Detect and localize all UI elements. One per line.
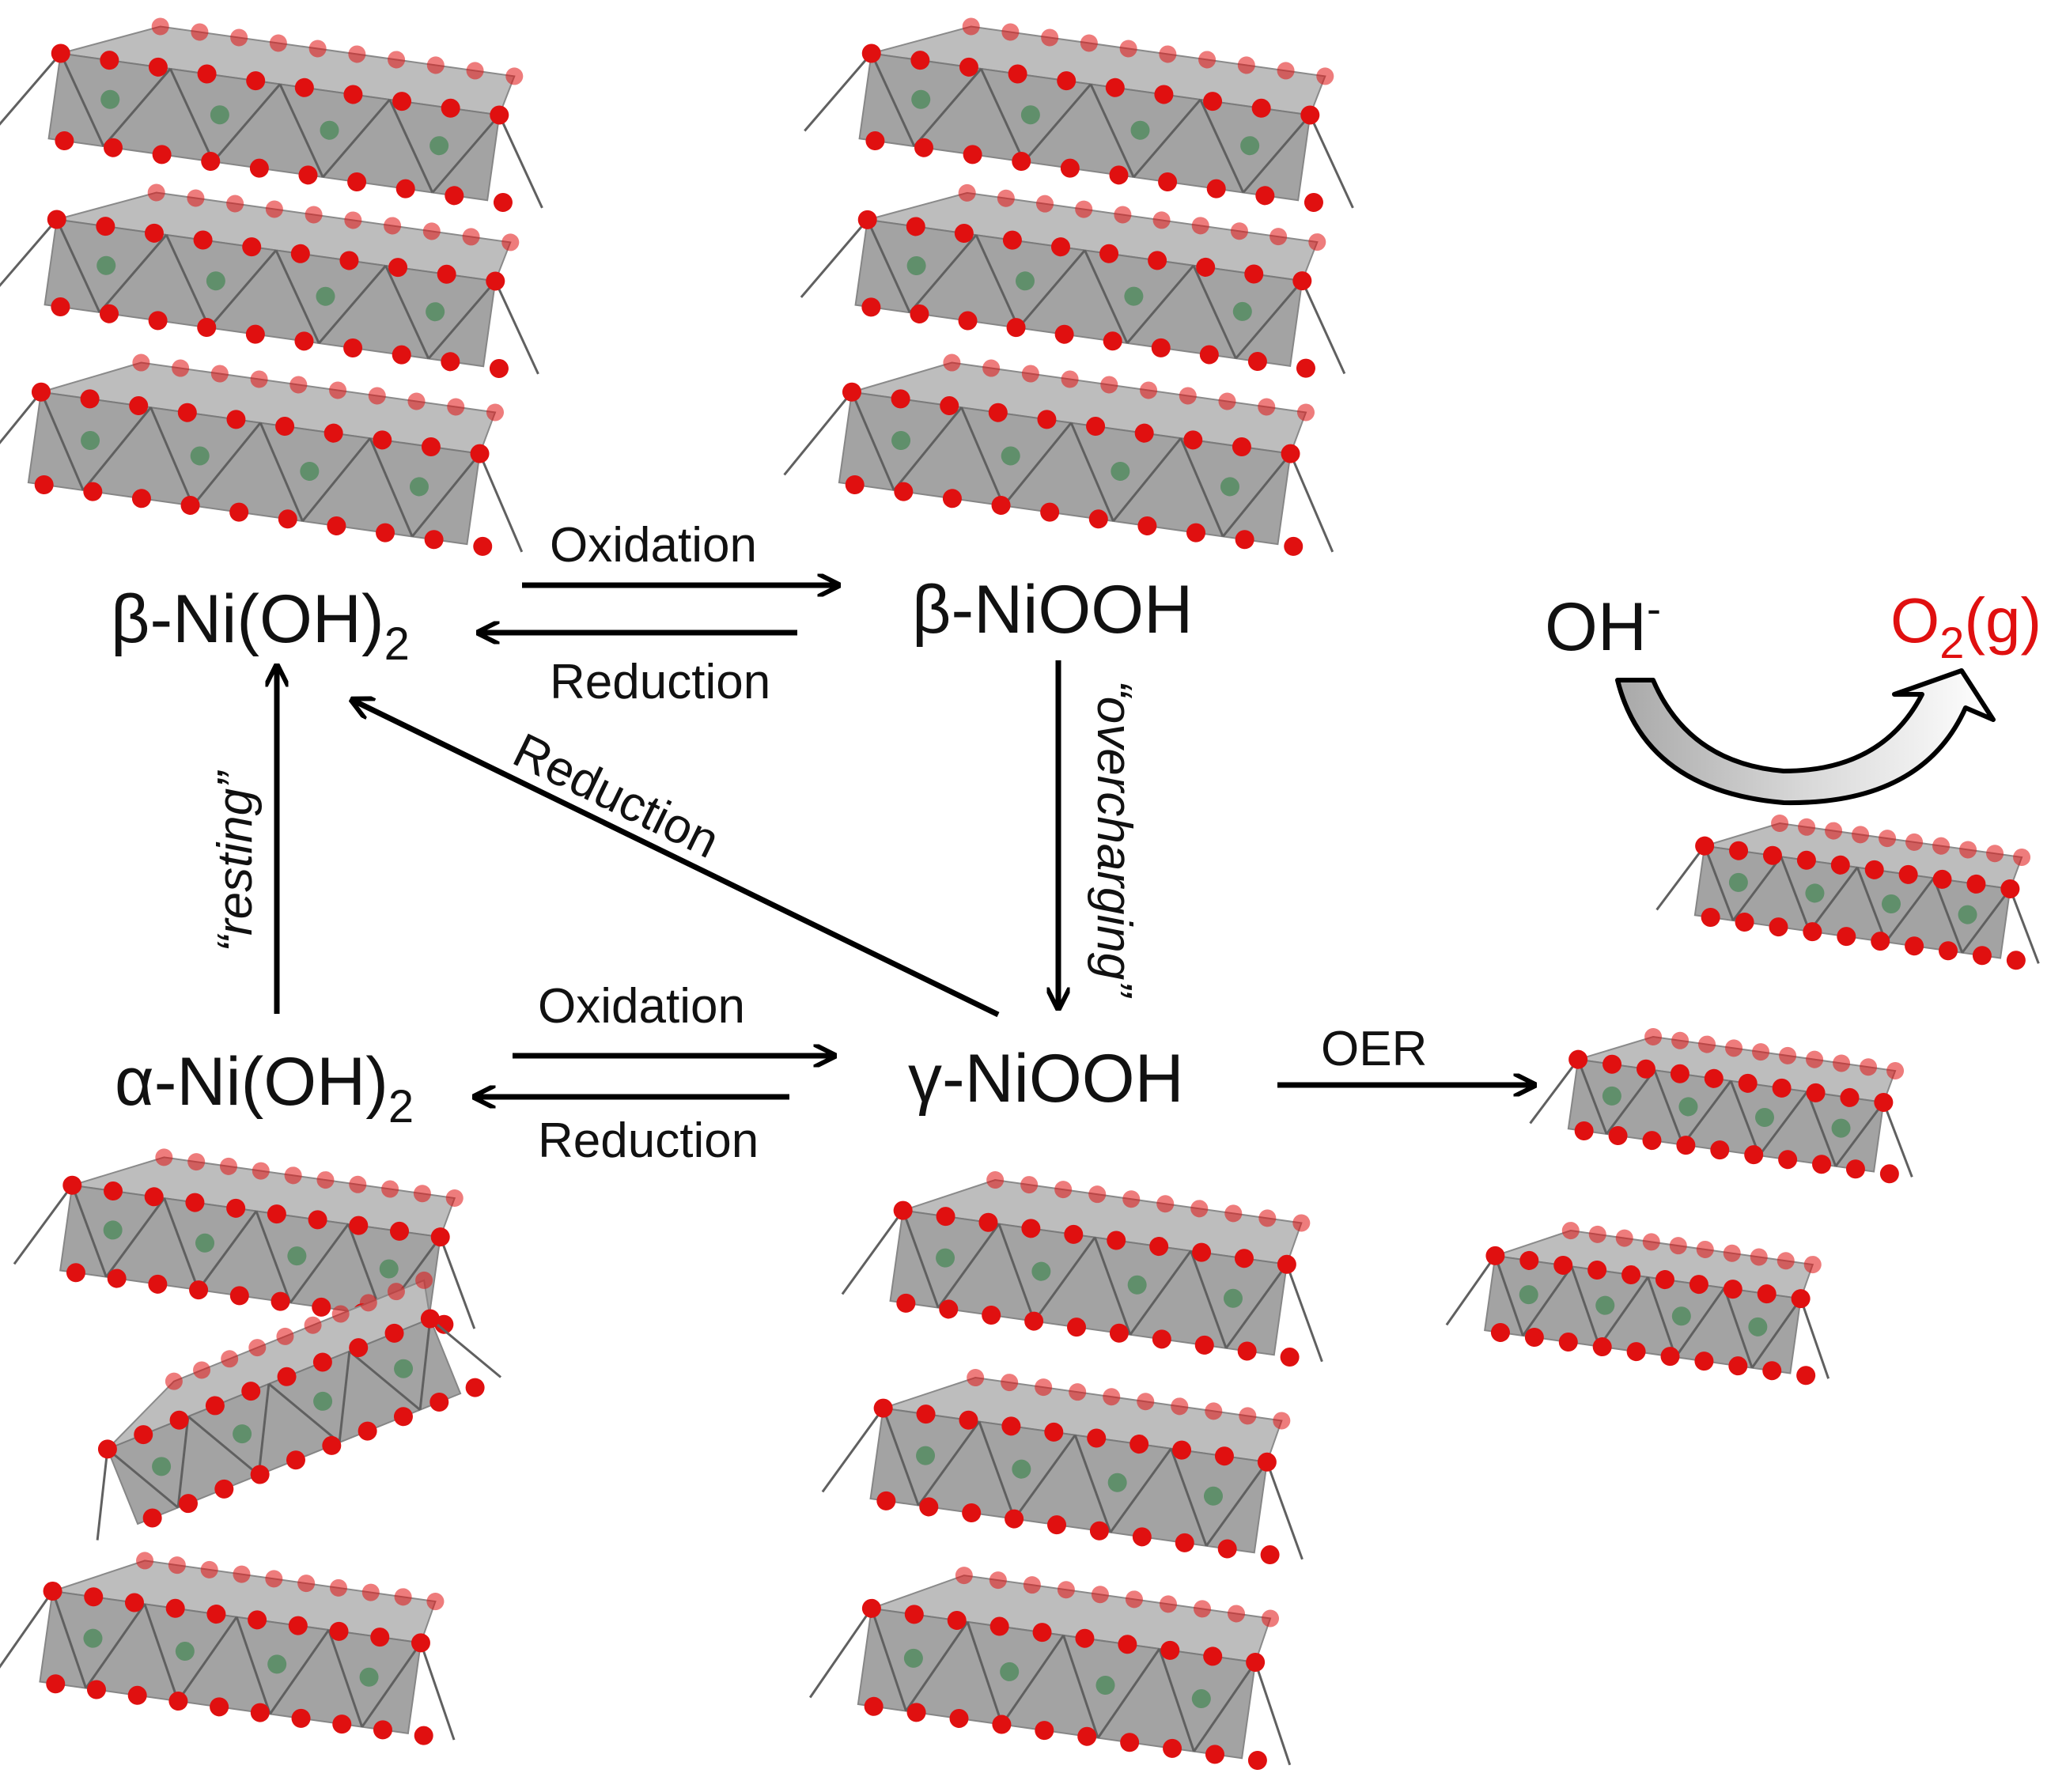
crystal-layer	[1529, 1028, 1913, 1184]
crystal-layer	[841, 1171, 1323, 1367]
crystal-layer	[0, 353, 524, 556]
oer-cycle: OH- O2(g)	[1545, 585, 2041, 806]
oer-reactant: OH-	[1545, 585, 1661, 665]
crystal-layer	[808, 1567, 1292, 1771]
species-gamma-niooh: γ-NiOOH	[908, 1041, 1184, 1117]
label-top-reduction: Reduction	[550, 655, 770, 709]
crystal-layer	[0, 17, 543, 212]
label-resting: “resting”	[208, 770, 263, 952]
species-alpha-nioh2: α-Ni(OH)2	[115, 1044, 414, 1132]
label-bottom-reduction: Reduction	[538, 1113, 759, 1168]
crystal-layer	[0, 183, 539, 378]
diagonal-reduction-arrow	[352, 700, 1000, 1018]
label-overcharging: “overcharging”	[1087, 680, 1141, 998]
label-diagonal-reduction: Reduction	[505, 723, 727, 868]
label-oer: OER	[1321, 1022, 1427, 1076]
crystal-layer	[96, 1271, 502, 1541]
oer-curved-arrow	[1615, 668, 1996, 806]
crystal-layer	[13, 1148, 476, 1334]
species-beta-nioh2: β-Ni(OH)2	[111, 581, 410, 670]
label-bottom-oxidation: Oxidation	[538, 979, 745, 1034]
crystal-layer	[1445, 1222, 1830, 1386]
label-top-oxidation: Oxidation	[550, 518, 757, 573]
oer-product: O2(g)	[1890, 585, 2041, 667]
crystal-layer	[783, 353, 1334, 556]
crystal-layer	[821, 1369, 1304, 1565]
crystal-layer	[800, 183, 1346, 378]
crystal-layer	[804, 17, 1354, 212]
reaction-arrows	[277, 585, 1534, 1097]
crystal-layer	[0, 1552, 456, 1745]
crystal-layer	[1655, 815, 2040, 970]
species-beta-niooh: β-NiOOH	[912, 572, 1193, 648]
